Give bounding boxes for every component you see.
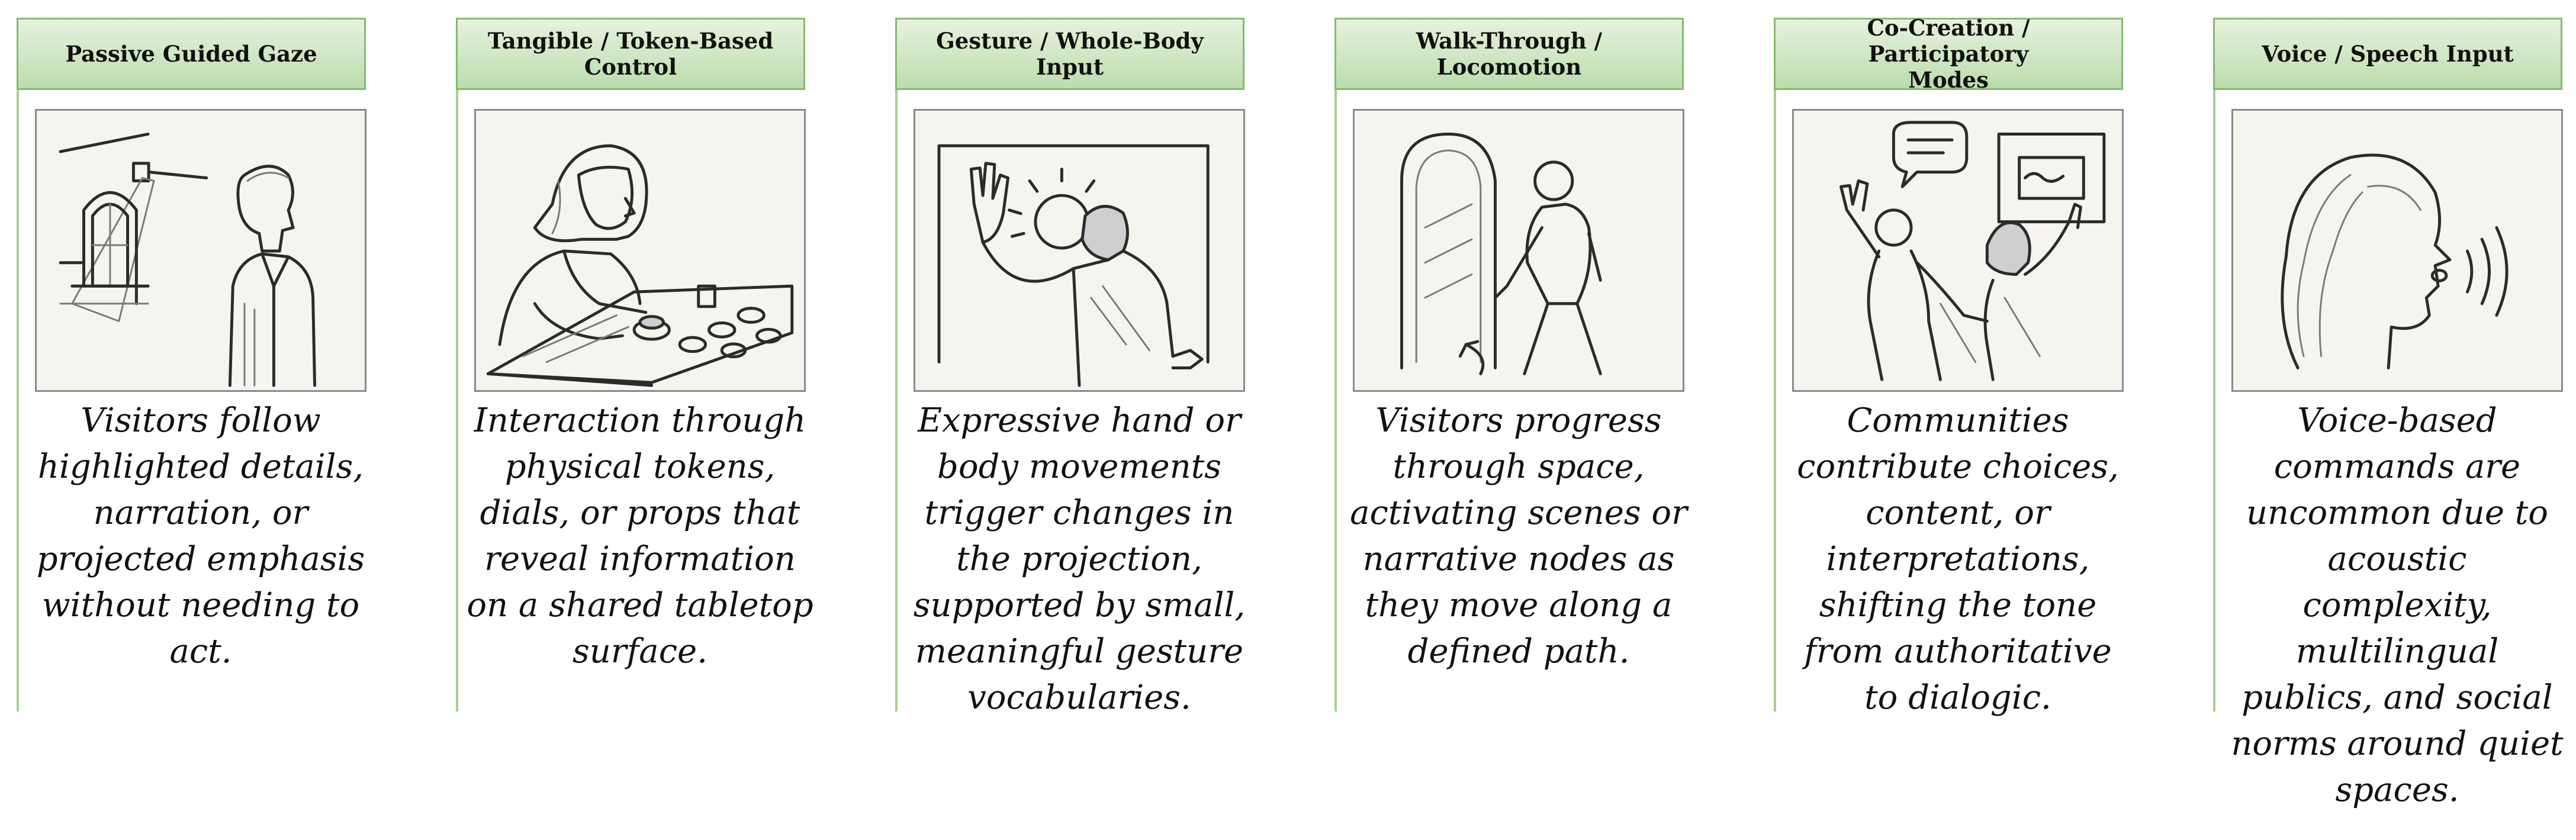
panel-description: Expressive hand or body movements trigge… [913,401,1246,717]
panel-title: Voice / Speech Input [2262,41,2514,67]
panel-divider [1334,25,1337,712]
panel-description: Visitors follow highlighted details, nar… [36,401,365,671]
panel-divider [2213,25,2215,712]
panel-walk-through-locomotion: Walk-Through / Locomotion Visitors progr… [1334,0,1696,840]
panel-header: Gesture / Whole-Body Input [895,18,1244,90]
gesture-illustration-icon [914,109,1245,392]
panel-header: Co-Creation / Participatory Modes [1774,15,2123,93]
panel-header: Tangible / Token-Based Control [456,18,805,90]
tangible-tabletop-illustration-icon [474,109,806,392]
panel-divider [1774,25,1776,712]
panel-passive-guided-gaze: Passive Guided Gaze Visitors follow high… [17,0,378,840]
panel-divider [17,25,19,712]
panel-description: Voice-based commands are uncommon due to… [2231,401,2564,809]
voice-illustration-icon [2231,109,2563,392]
panel-title: Co-Creation / Participatory Modes [1867,15,2030,93]
panel-title: Walk-Through / Locomotion [1416,28,1603,80]
panel-header: Voice / Speech Input [2213,18,2562,90]
panel-title: Tangible / Token-Based Control [487,28,774,80]
panel-header: Passive Guided Gaze [17,18,366,90]
panel-voice-speech-input: Voice / Speech Input Voice-based command… [2213,0,2574,840]
panel-header: Walk-Through / Locomotion [1334,18,1684,90]
panel-title: Passive Guided Gaze [65,41,317,67]
panel-title: Gesture / Whole-Body Input [936,28,1204,80]
co-creation-illustration-icon [1792,109,2124,392]
panel-co-creation-participatory: Co-Creation / Participatory Modes Commun… [1774,0,2135,840]
panel-divider [456,25,458,712]
walk-through-illustration-icon [1353,109,1684,392]
gaze-illustration-icon [35,109,366,392]
panel-description: Visitors progress through space, activat… [1350,401,1687,671]
panel-gesture-whole-body: Gesture / Whole-Body Input Expressive ha… [895,0,1256,840]
panel-divider [895,25,898,712]
panel-description: Communities contribute choices, content,… [1797,401,2119,717]
panel-description: Interaction through physical tokens, dia… [467,401,813,671]
panel-tangible-token-control: Tangible / Token-Based Control Interacti… [456,0,817,840]
